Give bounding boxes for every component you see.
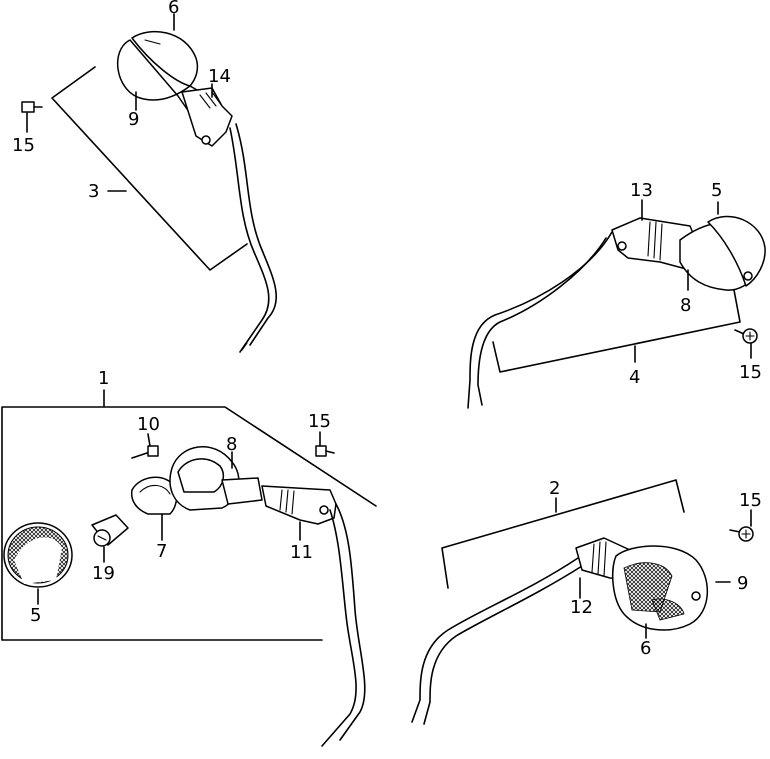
callout-7: 7 <box>156 541 167 562</box>
callout-8-top: 8 <box>680 295 691 316</box>
screw-15-right <box>734 328 758 344</box>
callout-2: 2 <box>549 478 560 499</box>
callout-10: 10 <box>137 414 160 435</box>
wire-1b <box>321 509 357 747</box>
bracket-4 <box>492 289 741 373</box>
bracket-3 <box>51 66 248 271</box>
screw-15-center <box>315 445 335 457</box>
bracket-1 <box>1 406 377 641</box>
wire-4b <box>477 237 607 406</box>
leader-10 <box>147 433 151 447</box>
lens-5-left <box>3 522 73 588</box>
callout-11: 11 <box>290 542 313 563</box>
wire-2b <box>423 565 583 725</box>
bracket-2 <box>441 479 685 589</box>
screw-15-lowerright <box>729 526 754 542</box>
callout-3: 3 <box>88 181 99 202</box>
callout-9-top: 9 <box>128 109 139 130</box>
wire-2 <box>411 557 579 723</box>
callout-5-top: 5 <box>711 180 722 201</box>
callout-15-lowerright: 15 <box>739 490 762 511</box>
wire-3 <box>235 123 278 346</box>
wire-3b <box>229 127 270 353</box>
callout-6-bottom: 6 <box>640 638 651 659</box>
lens-6-top <box>131 30 199 87</box>
mount-hole-top <box>201 135 211 145</box>
callout-9-right: 9 <box>737 573 748 594</box>
wire-1 <box>335 503 366 741</box>
housing-9-right <box>611 545 708 631</box>
assembly-1-exploded <box>1 389 377 747</box>
callout-15-center: 15 <box>308 411 331 432</box>
callout-14: 14 <box>208 66 231 87</box>
callout-4: 4 <box>629 367 640 388</box>
screw-10 <box>131 445 159 459</box>
callout-15-right: 15 <box>739 362 762 383</box>
stem-11 <box>261 485 337 525</box>
callout-6-top: 6 <box>168 0 179 18</box>
assembly-3-turn-signal <box>21 13 278 353</box>
callout-13: 13 <box>630 180 653 201</box>
screw-15-topleft <box>21 101 43 113</box>
callout-8-center: 8 <box>226 434 237 455</box>
assembly-4-turn-signal <box>467 199 766 409</box>
socket-7 <box>130 476 178 515</box>
housing-8-center <box>169 446 263 511</box>
lens-5-right <box>707 215 766 287</box>
bulb-19 <box>91 514 129 547</box>
callout-12: 12 <box>570 597 593 618</box>
stem-ribs <box>199 91 223 109</box>
callout-19: 19 <box>92 563 115 584</box>
assembly-2-turn-signal <box>411 479 754 725</box>
callout-1: 1 <box>98 368 109 389</box>
callout-5-left: 5 <box>30 605 41 626</box>
callout-15-topleft: 15 <box>12 135 35 156</box>
